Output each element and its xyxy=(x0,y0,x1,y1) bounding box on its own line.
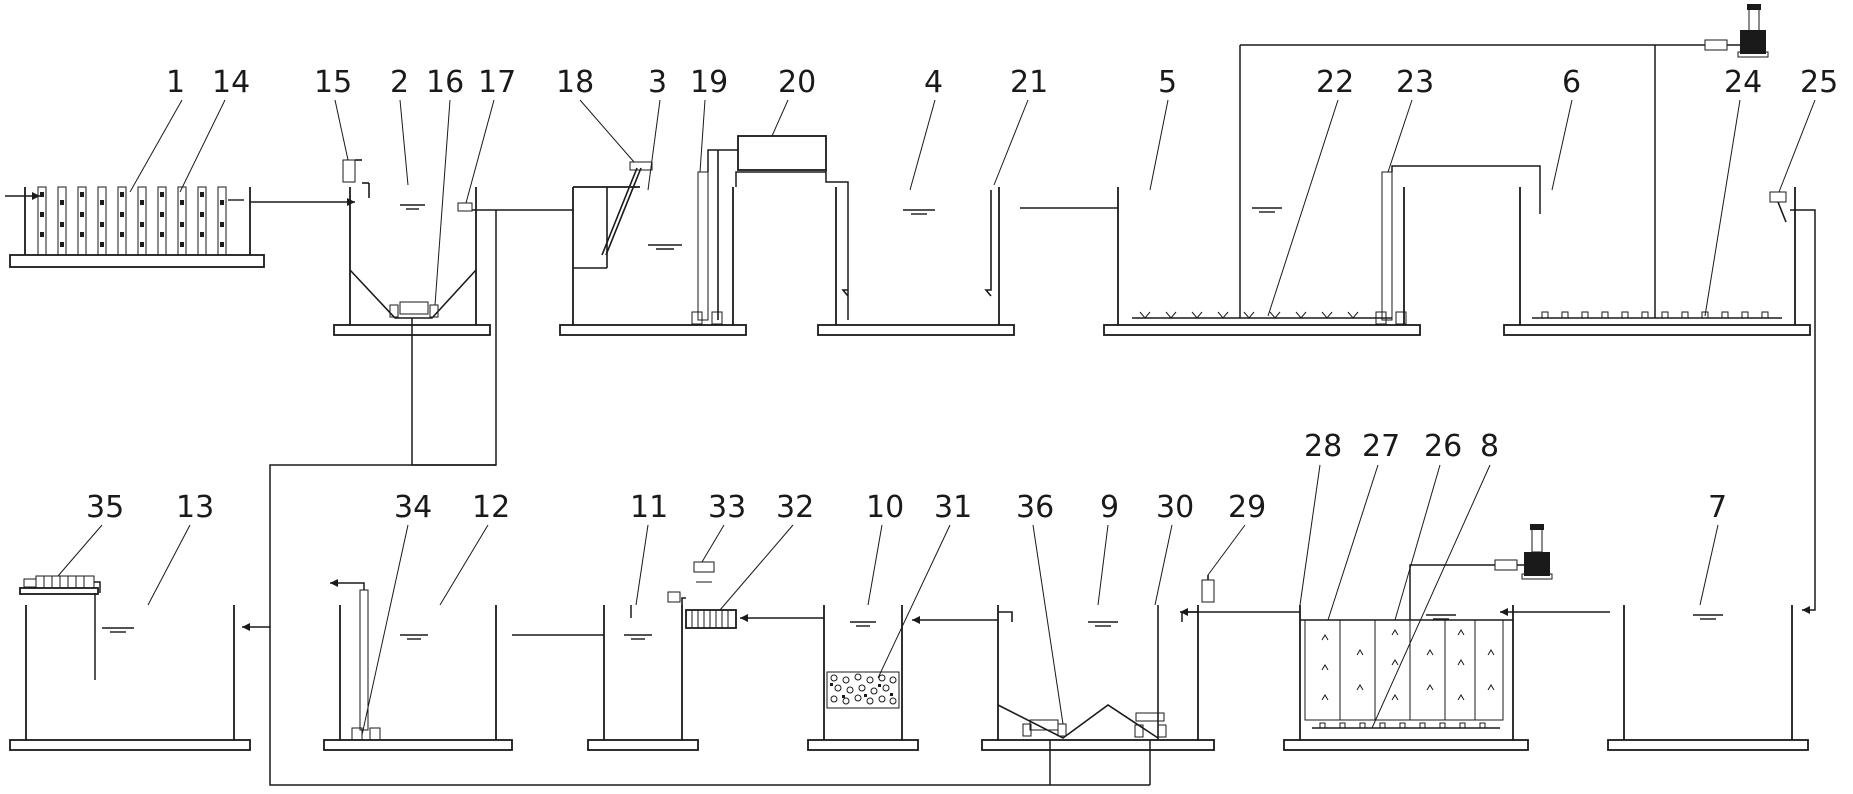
tank-13-sludge xyxy=(9,593,251,751)
tank-2-sedimentation xyxy=(333,159,491,336)
tank-10-filter xyxy=(807,605,919,751)
label-13: 13 xyxy=(176,490,214,525)
label-19: 19 xyxy=(690,65,728,100)
label-25: 25 xyxy=(1800,65,1838,100)
blower-icon xyxy=(1737,4,1769,58)
label-23: 23 xyxy=(1396,65,1434,100)
return-line-17 xyxy=(269,210,1150,786)
label-32: 32 xyxy=(776,490,814,525)
tank-3-regulating xyxy=(559,150,747,336)
device-35-filter-press xyxy=(19,575,101,595)
label-28: 28 xyxy=(1304,429,1342,464)
label-17: 17 xyxy=(478,65,516,100)
label-7: 7 xyxy=(1708,490,1727,525)
device-20-dosing-box xyxy=(707,135,849,320)
label-12: 12 xyxy=(472,490,510,525)
label-29: 29 xyxy=(1228,490,1266,525)
leader-lines xyxy=(57,99,1816,736)
air-header-top xyxy=(1240,4,1769,318)
tank-11-clear-water xyxy=(587,591,699,751)
label-20: 20 xyxy=(778,65,816,100)
label-8: 8 xyxy=(1480,429,1499,464)
label-35: 35 xyxy=(86,490,124,525)
grid-bars xyxy=(37,186,227,256)
number-labels: 1 14 15 2 16 17 18 3 19 20 4 21 5 22 23 … xyxy=(86,65,1838,525)
label-2: 2 xyxy=(390,65,409,100)
label-16: 16 xyxy=(426,65,464,100)
label-27: 27 xyxy=(1362,429,1400,464)
label-9: 9 xyxy=(1100,490,1119,525)
tank-9-sedimentation xyxy=(981,575,1215,785)
label-18: 18 xyxy=(556,65,594,100)
device-33-controller xyxy=(693,561,715,583)
label-31: 31 xyxy=(934,490,972,525)
label-3: 3 xyxy=(648,65,667,100)
tank-7-intermediate xyxy=(1607,605,1809,751)
label-1: 1 xyxy=(166,65,185,100)
filter-media-31 xyxy=(830,673,897,705)
label-24: 24 xyxy=(1724,65,1762,100)
tank-5-aeration xyxy=(1103,45,1421,336)
tank-6-oxidation xyxy=(1503,187,1811,336)
diffusers-24 xyxy=(1541,311,1769,318)
diffusers-22 xyxy=(1139,311,1359,319)
label-11: 11 xyxy=(630,490,668,525)
label-14: 14 xyxy=(212,65,250,100)
label-10: 10 xyxy=(866,490,904,525)
membrane-arrows xyxy=(1321,629,1495,701)
label-33: 33 xyxy=(708,490,746,525)
label-15: 15 xyxy=(314,65,352,100)
tank-1-grid-chamber xyxy=(5,186,265,268)
label-30: 30 xyxy=(1156,490,1194,525)
label-5: 5 xyxy=(1158,65,1177,100)
label-6: 6 xyxy=(1562,65,1581,100)
device-32-uv-unit xyxy=(685,609,737,629)
label-22: 22 xyxy=(1316,65,1354,100)
tank-8-membrane xyxy=(1283,524,1553,751)
blower-icon-2 xyxy=(1521,524,1553,580)
label-36: 36 xyxy=(1016,490,1054,525)
tank-12-reuse xyxy=(323,579,513,751)
label-4: 4 xyxy=(924,65,943,100)
pipe-5-to-6 xyxy=(1391,165,1541,214)
label-26: 26 xyxy=(1424,429,1462,464)
label-21: 21 xyxy=(1010,65,1048,100)
tank-4-reaction xyxy=(817,187,1015,336)
pipe-6-to-7 xyxy=(1790,209,1816,611)
label-34: 34 xyxy=(394,490,432,525)
